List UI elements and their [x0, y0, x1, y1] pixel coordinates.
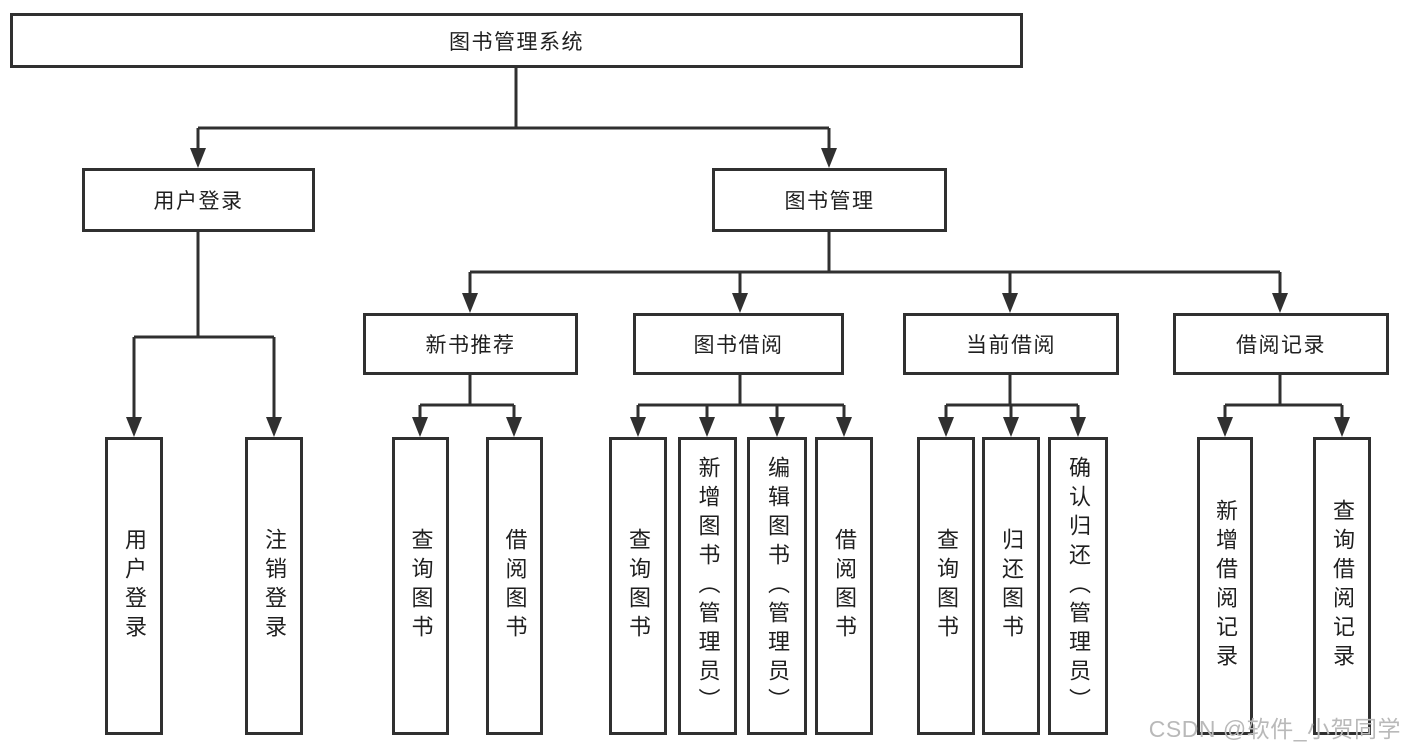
- node-label: 当前借阅: [966, 334, 1056, 357]
- leaf-label: 注销登录: [262, 528, 287, 644]
- leaf-label: 确认归还（管理员）: [1066, 455, 1091, 717]
- leaf-label: 查询图书: [934, 528, 959, 644]
- leaf-confirm-return-admin: 确认归还（管理员）: [1048, 437, 1108, 735]
- leaf-label: 编辑图书（管理员）: [765, 455, 790, 717]
- node-book-borrowing: 图书借阅: [633, 313, 844, 375]
- leaf-add-books-admin: 新增图书（管理员）: [678, 437, 737, 735]
- leaf-label: 新增借阅记录: [1213, 499, 1238, 673]
- node-library-management-system: 图书管理系统: [10, 13, 1023, 68]
- node-borrowing-records: 借阅记录: [1173, 313, 1389, 375]
- node-label: 图书管理: [784, 190, 875, 213]
- leaf-label: 借阅图书: [832, 528, 857, 644]
- leaf-borrow-books-recommendation: 借阅图书: [486, 437, 543, 735]
- leaf-label: 用户登录: [122, 528, 147, 644]
- leaf-query-books-borrowing: 查询图书: [609, 437, 667, 735]
- node-label: 图书借阅: [693, 334, 784, 357]
- leaf-label: 归还图书: [999, 528, 1024, 644]
- node-new-book-recommendation: 新书推荐: [363, 313, 578, 375]
- csdn-watermark: CSDN @软件_小贺同学: [1148, 716, 1401, 742]
- leaf-add-borrow-record: 新增借阅记录: [1197, 437, 1253, 735]
- node-label: 图书管理系统: [449, 30, 584, 54]
- node-label: 新书推荐: [425, 334, 516, 357]
- node-label: 用户登录: [153, 190, 244, 213]
- leaf-user-login: 用户登录: [105, 437, 163, 735]
- node-user-login: 用户登录: [82, 168, 315, 232]
- leaf-label: 借阅图书: [502, 528, 528, 644]
- leaf-query-books-recommendation: 查询图书: [392, 437, 449, 735]
- leaf-label: 查询借阅记录: [1330, 499, 1355, 673]
- leaf-label: 新增图书（管理员）: [695, 455, 721, 717]
- leaf-label: 查询图书: [626, 528, 651, 644]
- node-current-borrowing: 当前借阅: [903, 313, 1119, 375]
- leaf-return-books: 归还图书: [982, 437, 1040, 735]
- node-label: 借阅记录: [1236, 334, 1326, 357]
- leaf-query-books-current: 查询图书: [917, 437, 975, 735]
- leaf-query-borrow-record: 查询借阅记录: [1313, 437, 1371, 735]
- leaf-logout: 注销登录: [245, 437, 303, 735]
- leaf-label: 查询图书: [408, 528, 434, 644]
- leaf-borrow-books-borrowing: 借阅图书: [815, 437, 873, 735]
- leaf-edit-books-admin: 编辑图书（管理员）: [747, 437, 807, 735]
- node-book-management: 图书管理: [712, 168, 947, 232]
